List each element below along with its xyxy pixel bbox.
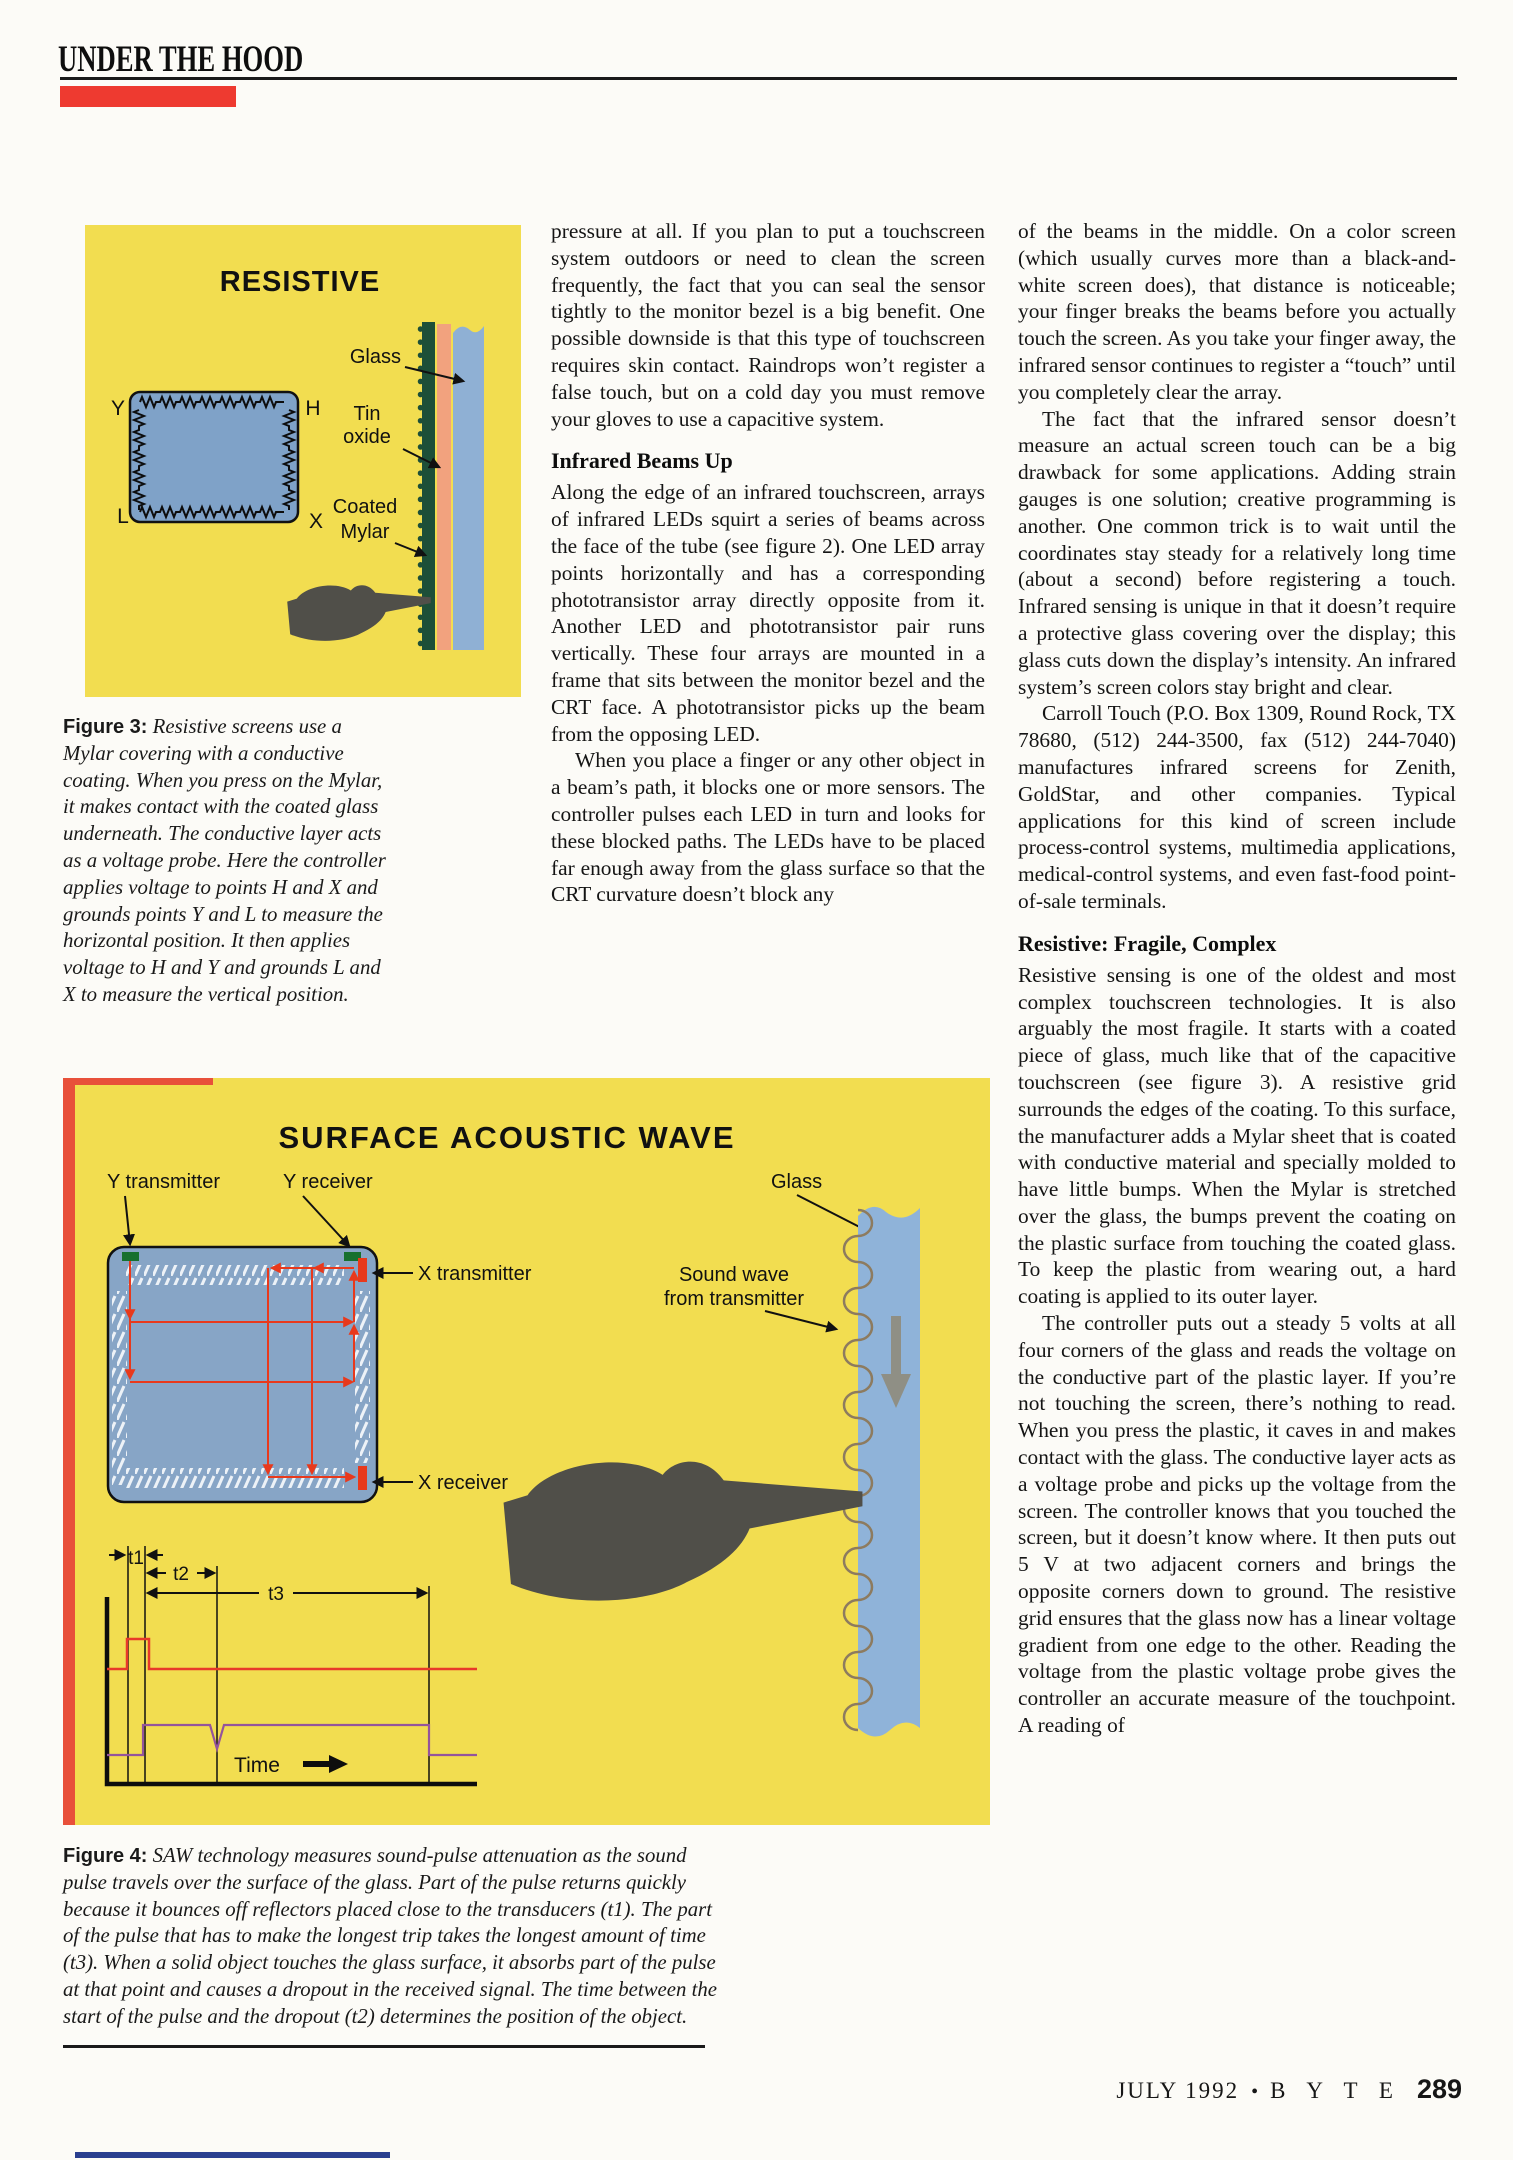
y-receiver-bar [344,1252,361,1261]
footer-page-number: 289 [1416,2074,1462,2104]
timing-interval-arrows [109,1549,429,1599]
wave-path-lines [124,1261,360,1483]
glass-label: Glass [350,346,401,368]
coated-mylar-label-line1: Coated [333,496,398,518]
figure4-diagram: SURFACE ACOUSTIC WAVE [63,1078,920,1825]
tin-oxide-label-line2: oxide [343,426,391,448]
left-fringe [63,1078,75,1825]
pointing-hand-icon [287,585,431,641]
sound-wave-arrow [764,1310,839,1333]
column-paragraph: Carroll Touch (P.O. Box 1309, Round Rock… [1018,701,1456,913]
y-receiver-label: Y receiver [283,1171,373,1193]
t1-label: t1 [128,1548,144,1569]
glass-edge-strip [858,1206,920,1737]
corner-label-h: H [305,397,320,420]
t3-label: t3 [268,1584,284,1605]
column-middle: pressure at all. If you plan to put a to… [551,218,985,908]
footer-issue: JULY 1992 [1116,2078,1240,2103]
top-fringe [63,1078,213,1085]
figure4-caption-lead: Figure 4: [63,1845,148,1867]
sound-wave-label-line2: from transmitter [664,1288,804,1310]
sound-wave-sine [842,1208,874,1732]
reflector-hatch-left [112,1291,127,1485]
received-signal-waveform [107,1723,477,1757]
time-axis-label: Time [234,1754,280,1777]
column-paragraph: The controller puts out a steady 5 volts… [1018,1311,1456,1738]
figure3-caption-lead: Figure 3: [63,716,148,738]
time-direction-arrow [303,1755,348,1773]
coated-mylar-leader-arrow [394,542,428,558]
wave-direction-arrow [881,1316,911,1408]
figure3-diagram: RESISTIVE Y H L X Glass Tin oxide Co [111,266,484,650]
coated-mylar-label-line2: Mylar [341,521,390,543]
glass-label: Glass [771,1171,822,1193]
reflector-hatch-top [126,1265,344,1285]
reflector-hatch-bottom [126,1468,344,1488]
column-paragraph: When you place a finger or any other obj… [551,748,985,907]
header-red-bar [60,86,236,107]
x-transmitter-label: X transmitter [418,1263,532,1285]
figure4-caption-text: SAW technology measures sound-pulse atte… [63,1844,718,2028]
column-right: of the beams in the middle. On a color s… [1018,218,1456,1739]
column-paragraph: of the beams in the middle. On a color s… [1018,219,1456,404]
column-paragraph: pressure at all. If you plan to put a to… [551,219,985,431]
figure4-caption: Figure 4: SAW technology measures sound-… [63,1843,718,2031]
page-footer: JULY 1992 • B Y T E 289 [0,2074,1462,2105]
figure4-title: SURFACE ACOUSTIC WAVE [278,1120,735,1155]
footer-magazine: B Y T E [1270,2078,1401,2103]
bottom-edge-strip [75,2152,390,2158]
transmit-pulse-waveform [107,1637,477,1671]
sound-wave-label-line1: Sound wave [679,1264,789,1286]
resistive-screen [128,390,300,524]
glass-layer [453,326,484,650]
x-receiver-bar [358,1466,367,1490]
reflector-hatch-right [355,1291,370,1463]
corner-label-x: X [309,510,323,533]
figure3-panel: RESISTIVE Y H L X Glass Tin oxide Co [85,225,521,697]
column-subhead: Resistive: Fragile, Complex [1018,930,1277,956]
y-transmitter-label: Y transmitter [107,1171,220,1193]
corner-label-y: Y [111,397,125,420]
column-subhead: Infrared Beams Up [551,448,733,474]
section-title: UNDER THE HOOD [58,39,304,80]
figure4-panel: SURFACE ACOUSTIC WAVE [63,1078,990,1825]
t2-label: t2 [173,1564,189,1585]
y-transmitter-arrow [123,1195,135,1247]
figure4-caption-rule [63,2045,705,2048]
figure3-caption: Figure 3: Resistive screens use a Mylar … [63,714,395,1009]
figure3-caption-text: Resistive screens use a Mylar covering w… [63,715,386,1006]
x-transmitter-bar [358,1258,367,1282]
footer-bullet-icon: • [1251,2081,1259,2103]
y-receiver-arrow [302,1195,351,1248]
tin-oxide-label-line1: Tin [353,403,380,425]
header-rule [60,77,1457,80]
column-paragraph: Along the edge of an infrared touchscree… [551,480,985,746]
column-paragraph: The fact that the infrared sensor doesn’… [1018,406,1456,699]
coated-mylar-layer [422,322,435,650]
y-transmitter-bar [122,1252,139,1261]
x-receiver-label: X receiver [418,1472,508,1494]
figure3-title: RESISTIVE [220,266,381,298]
tin-oxide-layer [437,324,451,650]
glass-leader-arrow [404,366,466,385]
column-paragraph: Resistive sensing is one of the oldest a… [1018,962,1456,1309]
resistor-zigzags [131,394,297,520]
corner-label-l: L [117,505,129,528]
timing-axes [104,1597,477,1787]
pointing-hand-icon [503,1461,863,1601]
saw-screen [106,1245,379,1504]
tin-oxide-leader-arrow [402,448,442,469]
